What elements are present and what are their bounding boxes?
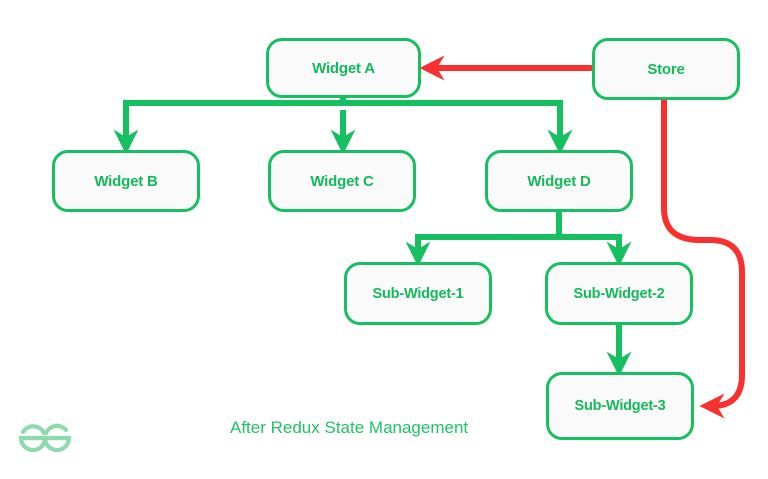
geeksforgeeks-logo — [18, 423, 72, 453]
node-widget-a[interactable]: Widget A — [266, 38, 421, 98]
edge-widget-d-to-subwidgets — [405, 212, 632, 267]
node-widget-b[interactable]: Widget B — [52, 150, 200, 212]
node-label-sub-widget-2: Sub-Widget-2 — [573, 285, 665, 302]
node-store[interactable]: Store — [592, 38, 740, 100]
node-sub-widget-1[interactable]: Sub-Widget-1 — [344, 262, 492, 325]
node-label-sub-widget-1: Sub-Widget-1 — [372, 285, 464, 302]
node-label-widget-d: Widget D — [527, 172, 591, 190]
node-widget-d[interactable]: Widget D — [485, 150, 633, 212]
node-label-widget-b: Widget B — [94, 172, 158, 190]
node-sub-widget-2[interactable]: Sub-Widget-2 — [545, 262, 693, 325]
node-label-store: Store — [647, 60, 685, 78]
edge-store-to-sub-widget-3 — [661, 100, 745, 419]
diagram-caption: After Redux State Management — [230, 418, 469, 437]
node-label-widget-a: Widget A — [312, 59, 375, 77]
node-label-sub-widget-3: Sub-Widget-3 — [574, 398, 666, 414]
node-label-widget-c: Widget C — [310, 172, 374, 190]
node-widget-c[interactable]: Widget C — [268, 150, 416, 212]
edge-widget-a-to-children — [113, 98, 573, 155]
node-sub-widget-3[interactable]: Sub-Widget-3 — [546, 372, 694, 440]
arrow-store-to-sub-widget-3 — [661, 100, 745, 419]
